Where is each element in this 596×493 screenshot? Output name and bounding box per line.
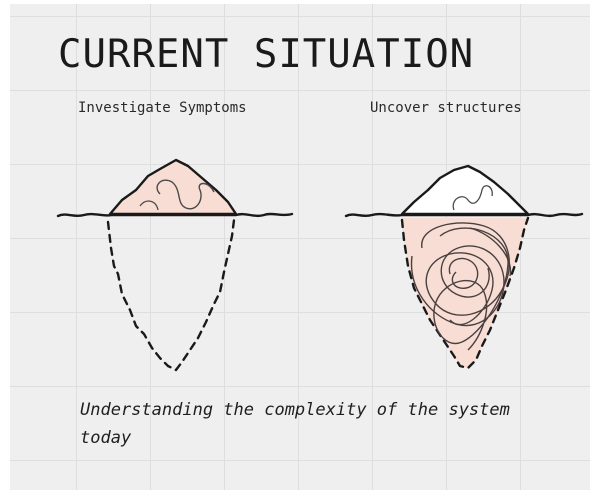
- iceberg-diagram: [56, 158, 584, 372]
- left-underwater-outline: [106, 218, 236, 372]
- left-tip-squiggle-2: [139, 200, 159, 211]
- left-tip-squiggle: [156, 179, 215, 210]
- right-iceberg-tip: [400, 164, 530, 216]
- page-title: CURRENT SITUATION: [58, 32, 475, 77]
- right-iceberg: [344, 164, 584, 370]
- left-iceberg-tip: [108, 158, 238, 216]
- right-underwater-outline: [400, 216, 530, 370]
- left-iceberg-label: Investigate Symptoms: [78, 100, 247, 116]
- left-iceberg: [56, 158, 294, 372]
- structure-loops: [410, 222, 512, 351]
- caption-text: Understanding the complexity of the syst…: [80, 400, 510, 448]
- left-waterline: [56, 212, 294, 218]
- right-waterline: [344, 212, 584, 218]
- right-tip-squiggle: [452, 185, 493, 211]
- right-underwater-body: [402, 218, 528, 368]
- right-iceberg-label: Uncover structures: [370, 100, 522, 116]
- whiteboard-canvas: CURRENT SITUATION Investigate Symptoms U…: [10, 4, 590, 490]
